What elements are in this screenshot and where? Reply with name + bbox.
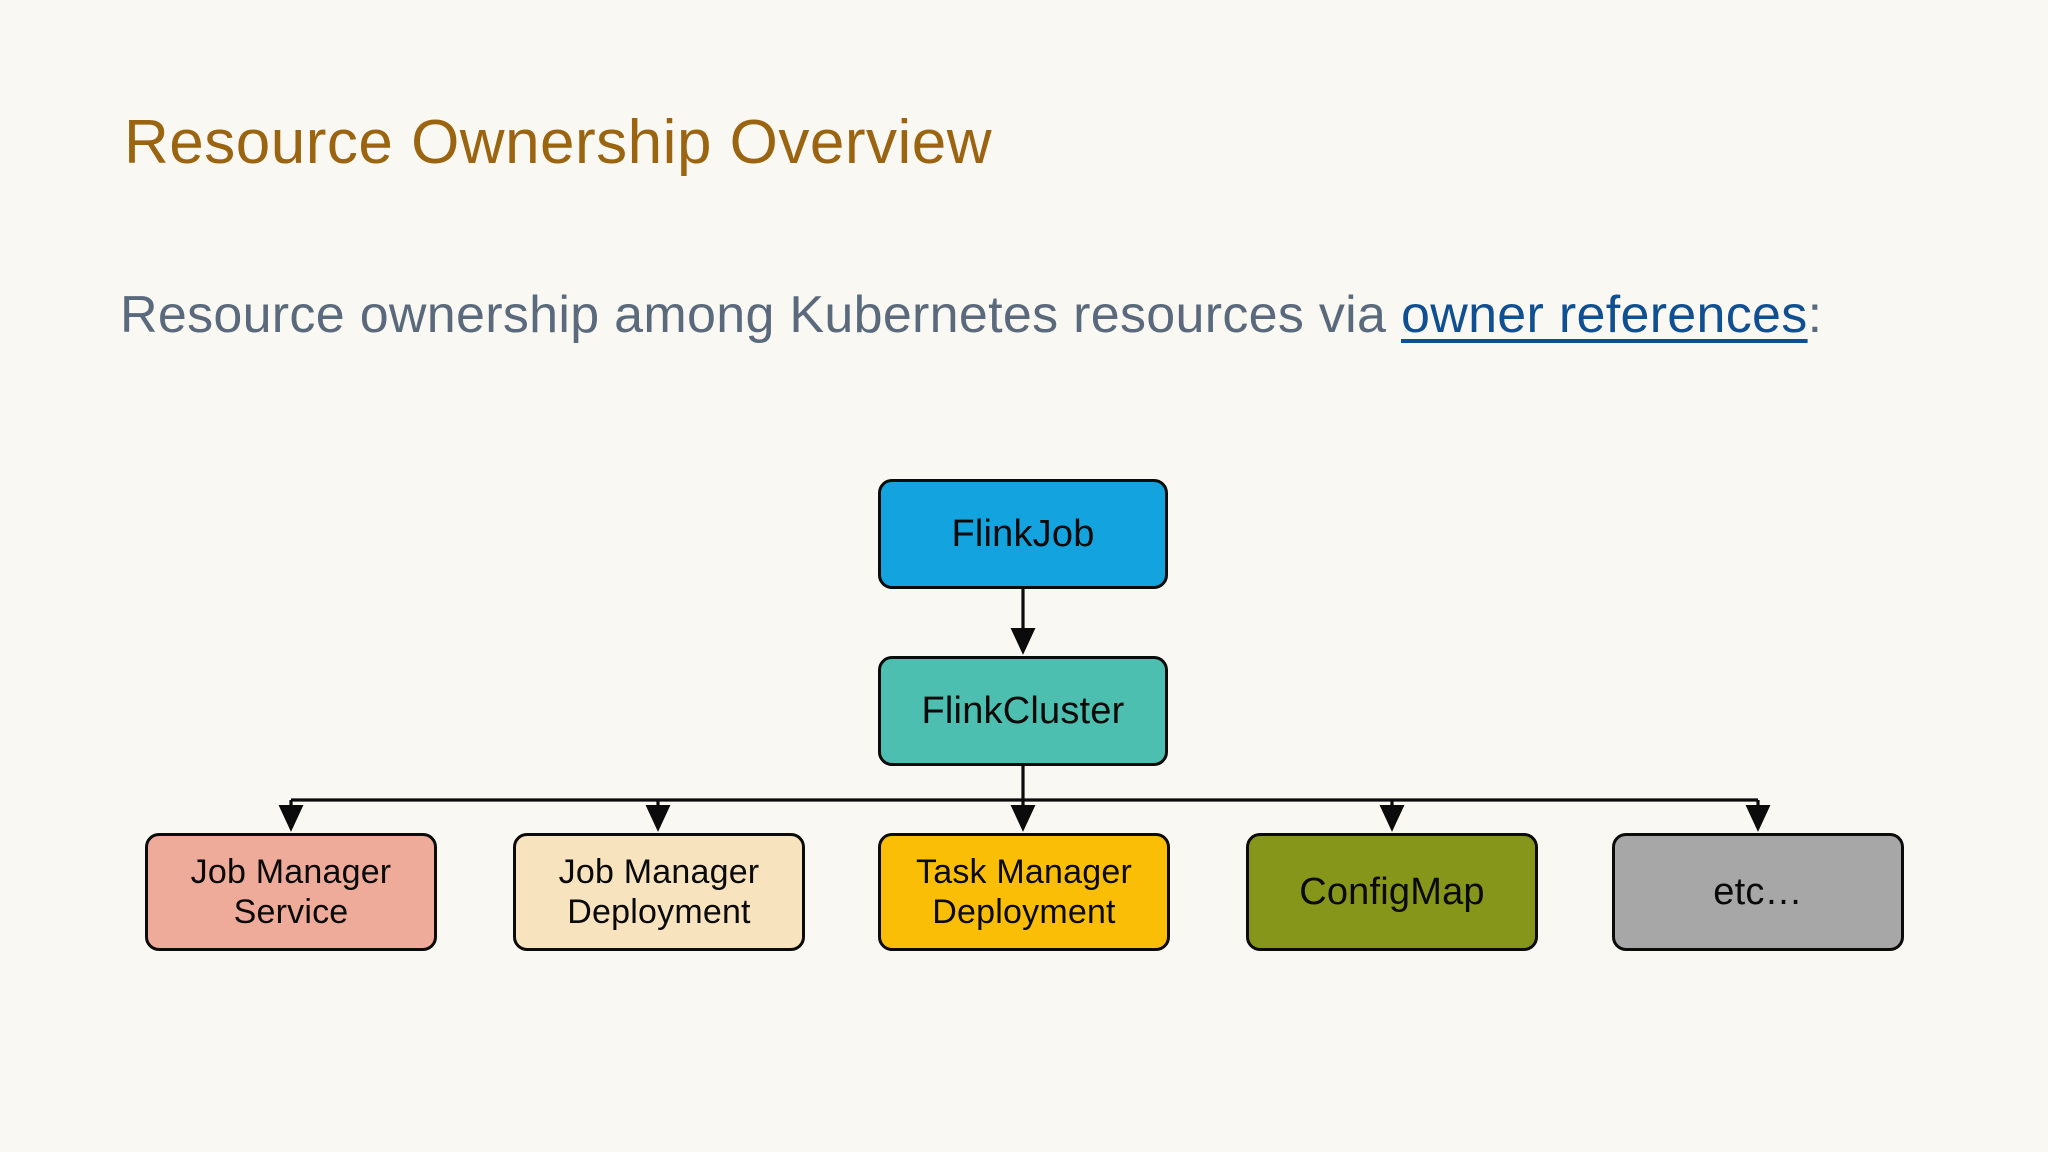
body-paragraph: Resource ownership among Kubernetes reso… (120, 283, 1960, 347)
page-title: Resource Ownership Overview (124, 108, 993, 177)
body-trailing-colon: : (1807, 286, 1823, 344)
body-lead-text: Resource ownership among Kubernetes reso… (120, 286, 1402, 344)
diagram-connectors (278, 589, 1771, 832)
node-flinkcluster[interactable]: FlinkCluster (878, 656, 1168, 766)
node-configmap[interactable]: ConfigMap (1246, 833, 1538, 951)
node-flinkjob[interactable]: FlinkJob (878, 479, 1168, 589)
owner-references-link[interactable]: owner references (1401, 286, 1808, 344)
node-etc[interactable]: etc… (1612, 833, 1904, 951)
